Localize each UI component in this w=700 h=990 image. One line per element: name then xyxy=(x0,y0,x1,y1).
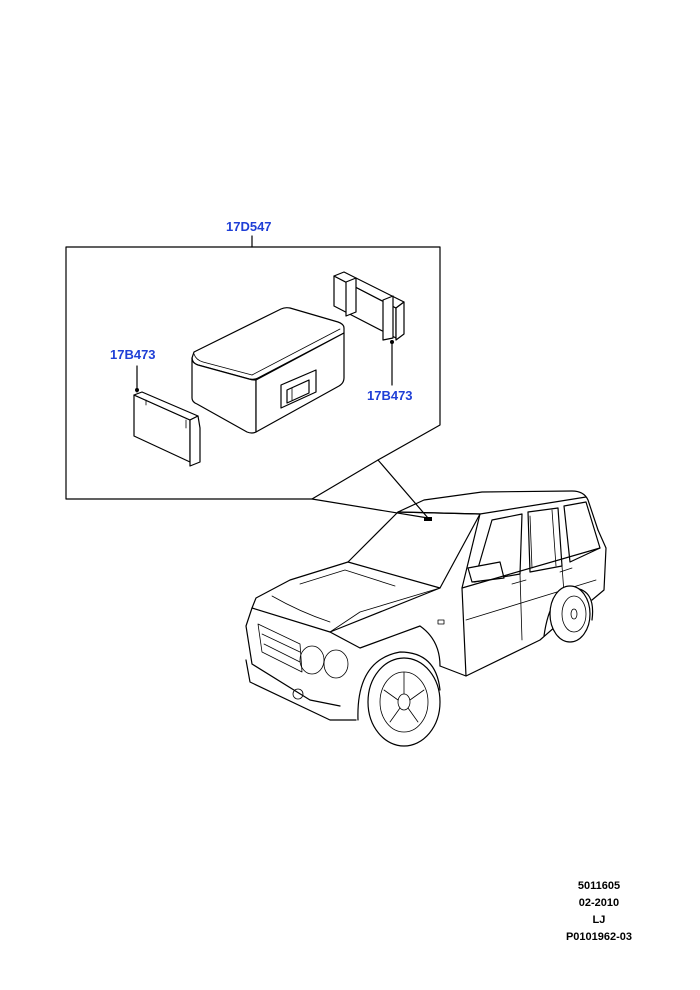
vehicle-illustration xyxy=(245,490,607,747)
module-location-marker xyxy=(424,517,432,521)
pointer-line-a xyxy=(377,459,429,519)
callout-bracket-left[interactable]: 17B473 xyxy=(110,347,156,362)
control-module xyxy=(191,307,345,434)
reference-code: 5011605 xyxy=(577,880,621,892)
bracket-left xyxy=(133,365,201,467)
callout-bracket-right[interactable]: 17B473 xyxy=(367,388,413,403)
pointer-line-b xyxy=(311,498,429,519)
reference-date: 02-2010 xyxy=(578,897,620,909)
reference-model: LJ xyxy=(592,914,606,926)
callout-main-part[interactable]: 17D547 xyxy=(226,219,272,234)
drawing-reference-block: 5011605 02-2010 LJ P0101962-03 xyxy=(566,878,632,946)
reference-illustration-id: P0101962-03 xyxy=(565,931,632,943)
bracket-right xyxy=(333,271,405,386)
